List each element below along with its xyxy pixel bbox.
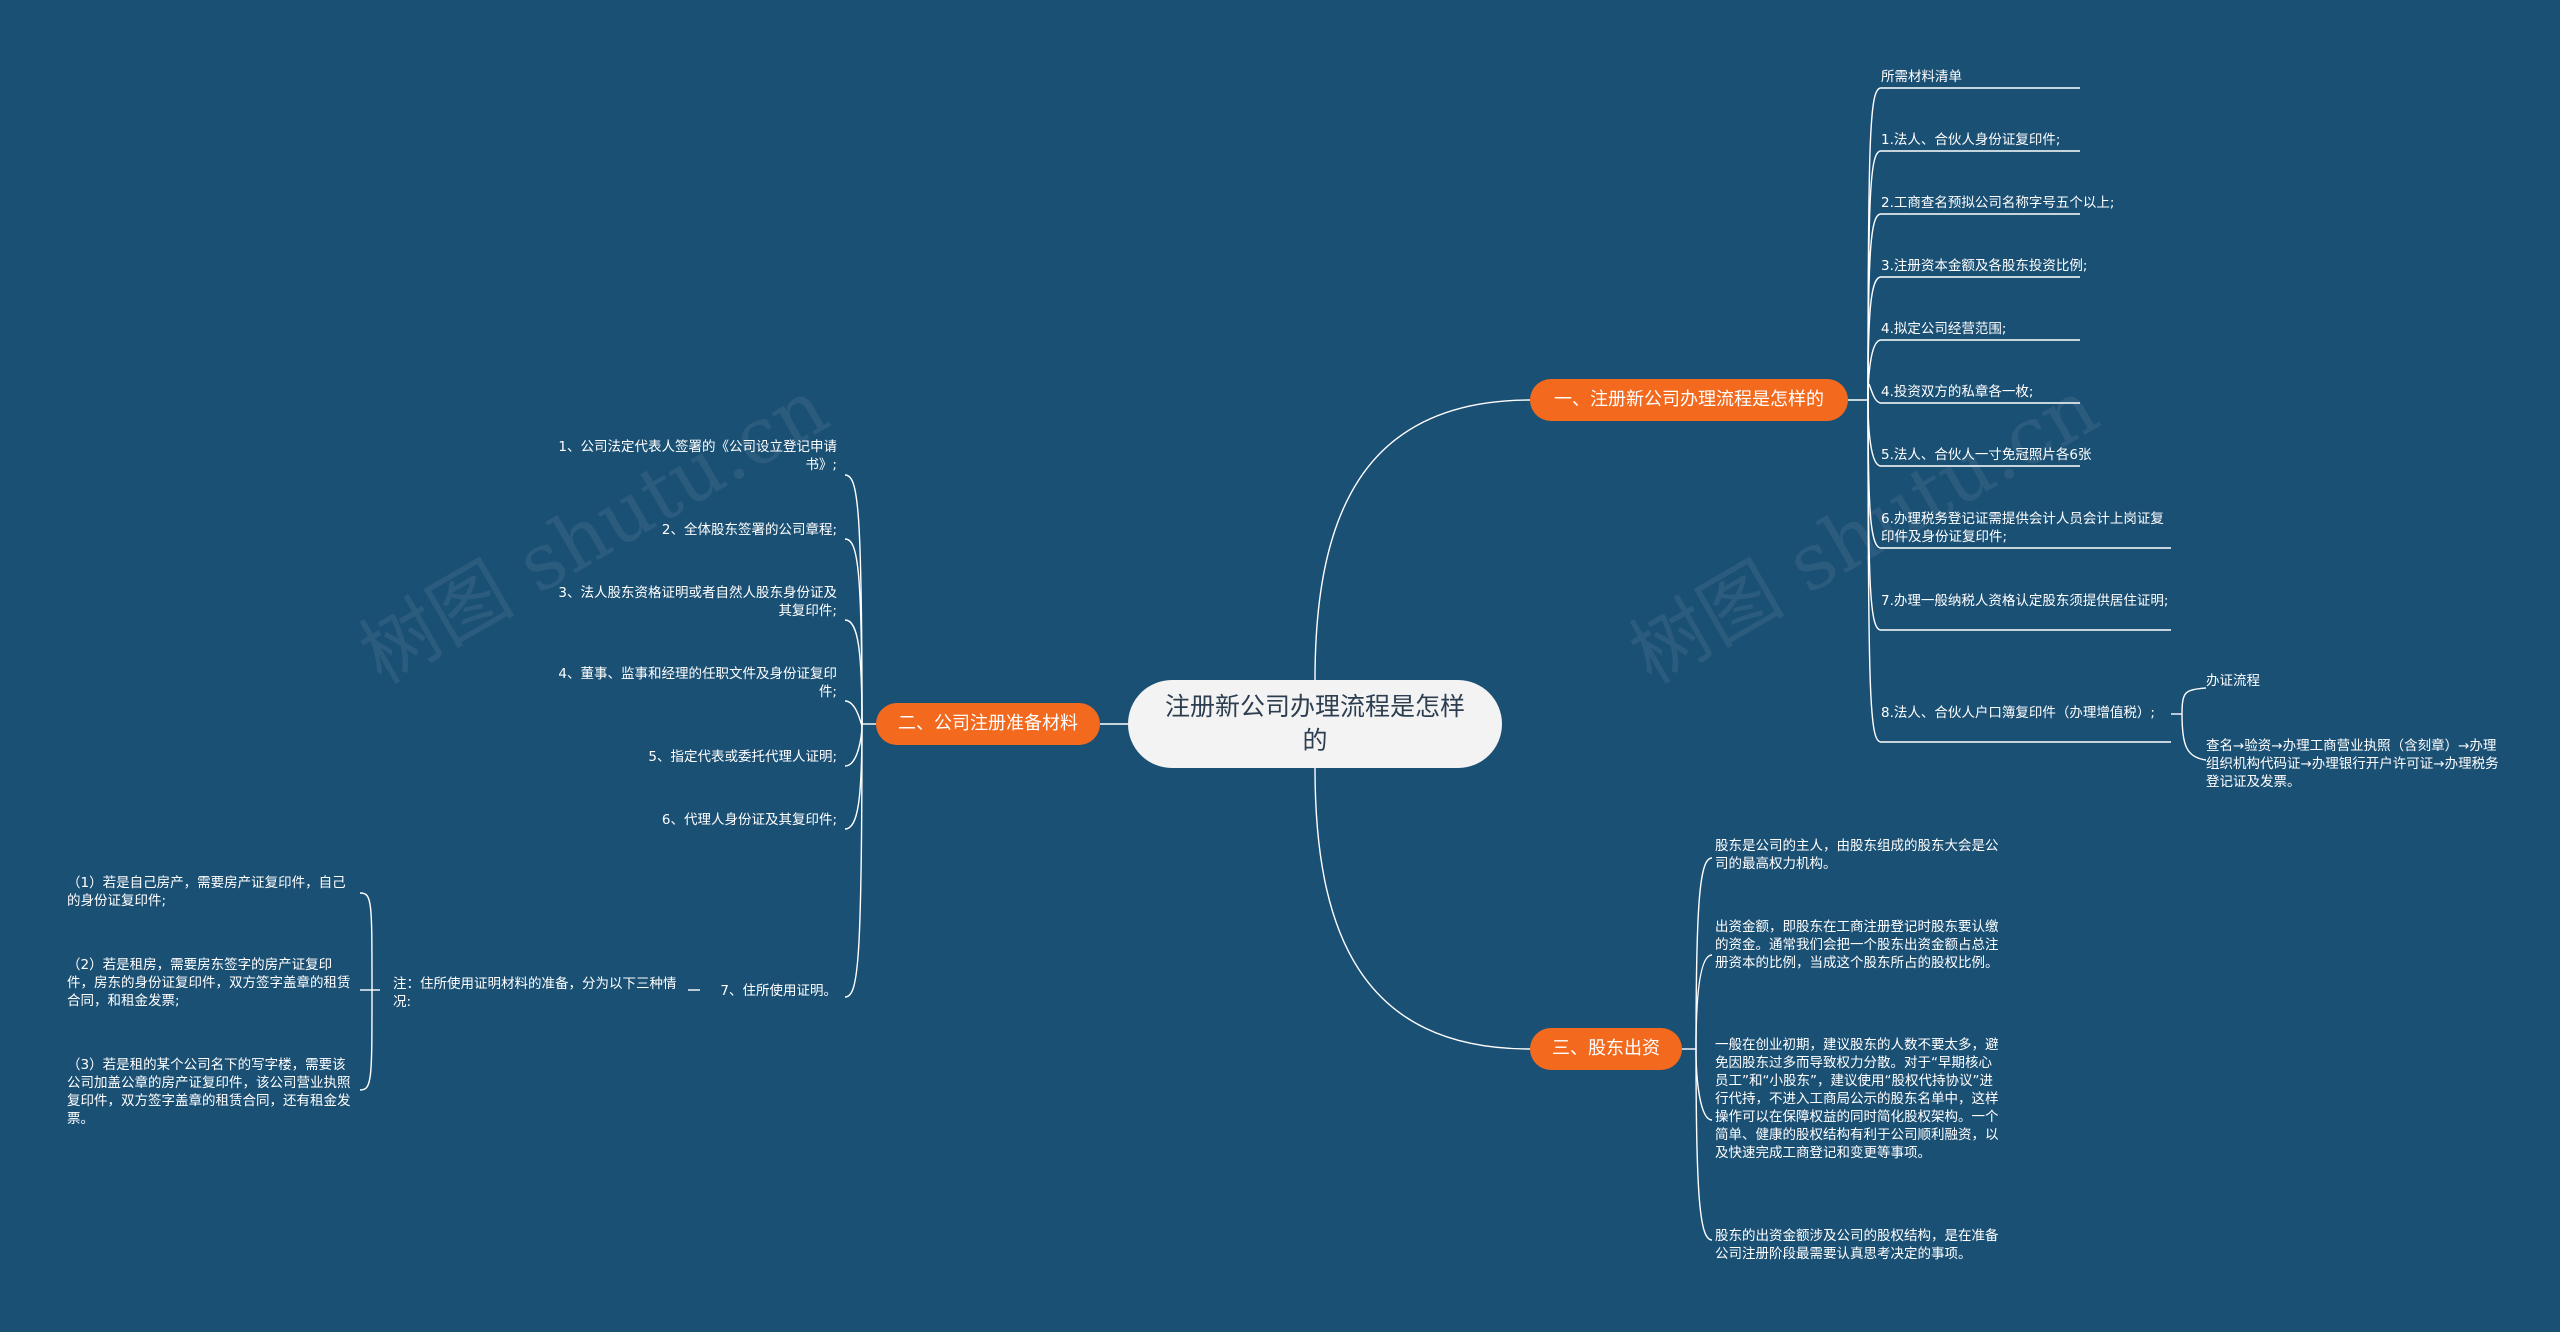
b2-note-item-1: （2）若是租房，需要房东签字的房产证复印件，房东的身份证复印件，双方签字盖章的租… [67,957,351,1009]
b2-item-0: 1、公司法定代表人签署的《公司设立登记申请书》; [558,439,837,473]
b3-link-2 [1695,1048,1713,1121]
b1-item-5: 4.投资双方的私章各一枚; [1881,384,2034,400]
b2-item-2: 3、法人股东资格证明或者自然人股东身份证及其复印件; [558,585,837,619]
b1-item-2: 2.工商查名预拟公司名称字号五个以上; [1881,195,2115,211]
branch-registration-process[interactable]: 一、注册新公司办理流程是怎样的 [1530,379,1848,421]
b2-item-1: 2、全体股东签署的公司章程; [661,522,837,538]
b2-item-6: 7、住所使用证明。 [720,983,837,999]
b2-item-3: 4、董事、监事和经理的任职文件及身份证复印件; [558,666,837,700]
branch-registration-materials[interactable]: 二、公司注册准备材料 [876,703,1100,745]
b2-note: 注：住所使用证明材料的准备，分为以下三种情况: [393,976,677,1010]
b2-item-4: 5、指定代表或委托代理人证明; [648,749,837,765]
b1-link-4 [1867,339,1882,401]
b1-item-1: 1.法人、合伙人身份证复印件; [1881,132,2061,148]
b1-link-0 [1867,87,1882,401]
b2-bracket-2 [359,989,373,1091]
b1-link-5 [1867,383,1882,404]
b3-link-1 [1695,954,1713,1050]
b3-item-0: 股东是公司的主人，由股东组成的股东大会是公司的最高权力机构。 [1715,838,1999,872]
b2-note-item-2: （3）若是租的某个公司名下的写字楼，需要该公司加盖公章的房产证复印件，该公司营业… [67,1057,351,1127]
b3-link-3 [1695,1048,1713,1241]
b1-item-3: 3.注册资本金额及各股东投资比例; [1881,258,2088,274]
b1-item-9: 8.法人、合伙人户口簿复印件（办理增值税）; [1881,705,2155,721]
b2-bracket-0 [359,892,373,991]
b1-item-4: 4.拟定公司经营范围; [1881,321,2007,337]
b3-item-3: 股东的出资金额涉及公司的股权结构，是在准备公司注册阶段最需要认真思考决定的事项。 [1715,1228,1999,1262]
b1-item-6: 5.法人、合伙人一寸免冠照片各6张 [1881,447,2092,463]
b3-link-0 [1695,857,1713,1050]
b1-sub-title: 办证流程 [2206,673,2260,689]
b2-link-4 [844,723,863,767]
b1-link-9 [1867,399,1882,743]
link-root-branch3 [1314,767,1531,1050]
b2-link-1 [844,538,863,725]
b2-item-5: 6、代理人身份证及其复印件; [661,812,837,828]
b2-link-2 [844,619,863,725]
root-topic[interactable]: 注册新公司办理流程是怎样的 [1128,680,1502,768]
b1-sub-link-0 [2181,687,2207,715]
b2-note-item-0: （1）若是自己房产，需要房产证复印件，自己的身份证复印件; [67,875,346,909]
b3-item-1: 出资金额，即股东在工商注册登记时股东要认缴的资金。通常我们会把一个股东出资金额占… [1715,919,1999,971]
b1-sub-detail: 查名→验资→办理工商营业执照（含刻章）→办理组织机构代码证→办理银行开户许可证→… [2206,738,2499,790]
b1-link-3 [1867,276,1882,401]
b1-link-7 [1867,399,1882,549]
link-root-branch1 [1314,399,1531,681]
b1-link-6 [1867,399,1882,467]
b2-link-3 [844,700,863,726]
b2-link-5 [844,723,863,830]
b2-link-6 [844,723,863,998]
b1-item-7: 6.办理税务登记证需提供会计人员会计上岗证复印件及身份证复印件; [1881,511,2164,545]
b1-sub-link-1 [2181,713,2207,761]
branch-shareholder-investment[interactable]: 三、股东出资 [1530,1028,1682,1070]
b3-item-2: 一般在创业初期，建议股东的人数不要太多，避免因股东过多而导致权力分散。对于“早期… [1715,1037,1999,1161]
b1-item-8: 7.办理一般纳税人资格认定股东须提供居住证明; [1881,593,2169,609]
b1-item-0: 所需材料清单 [1881,69,1962,85]
